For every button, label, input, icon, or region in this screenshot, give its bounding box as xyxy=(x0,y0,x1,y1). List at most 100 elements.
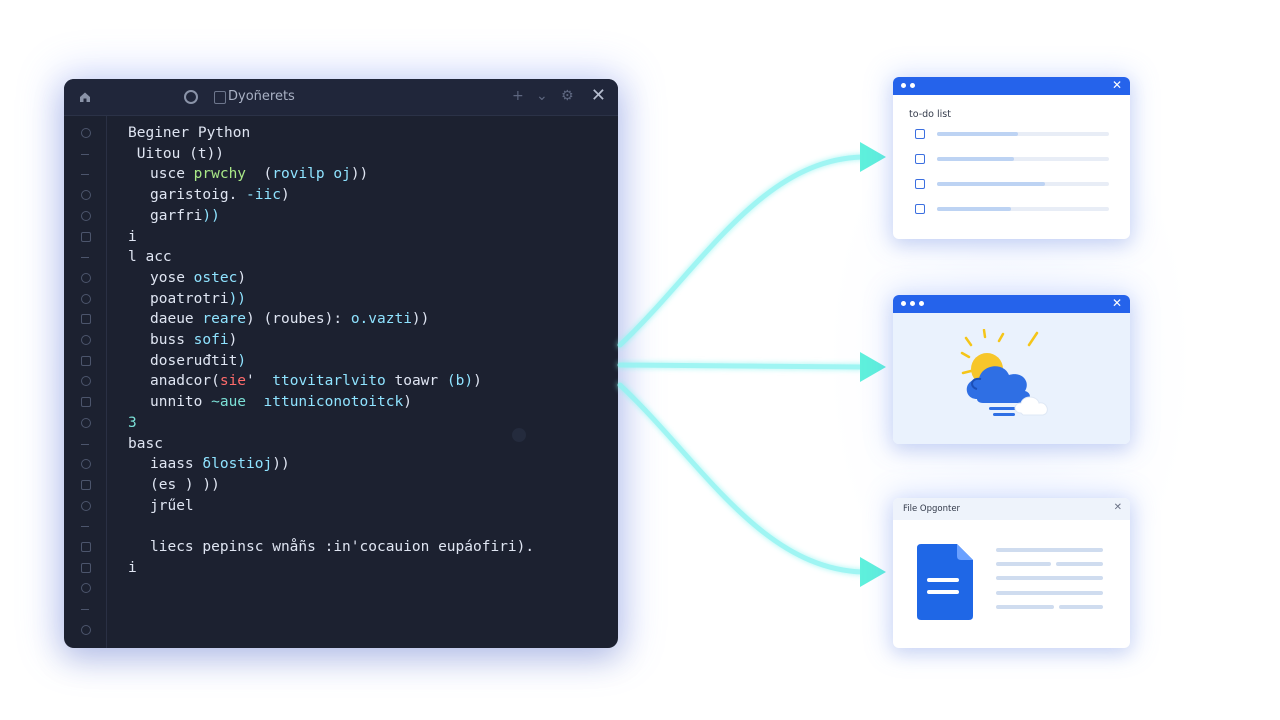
gutter-icon[interactable] xyxy=(81,624,91,635)
code-token: 3 xyxy=(128,414,137,431)
gutter-icon[interactable] xyxy=(81,397,91,408)
gutter-icon[interactable] xyxy=(81,562,91,573)
code-line: yose ostec) xyxy=(150,268,246,288)
connector-to-weather xyxy=(617,362,865,370)
code-token: buss xyxy=(150,332,194,348)
close-icon[interactable]: ✕ xyxy=(1111,78,1122,92)
todo-checkbox[interactable] xyxy=(915,204,925,214)
gutter-icon[interactable] xyxy=(81,314,91,325)
code-token: anadcor( xyxy=(150,373,220,390)
gutter-icon[interactable] xyxy=(81,272,91,283)
weather-card-titlebar: ✕ xyxy=(893,295,1130,313)
todo-checkbox[interactable] xyxy=(915,129,925,139)
file-organizer-card[interactable]: File Opgonter ✕ xyxy=(893,498,1130,648)
chevron-down-icon[interactable]: ⌄ xyxy=(536,88,548,104)
gutter-icon[interactable] xyxy=(81,293,91,304)
gutter-icon[interactable] xyxy=(81,443,89,445)
window-dot xyxy=(901,83,906,88)
todo-placeholder-track xyxy=(937,132,1109,136)
code-token: ) xyxy=(237,352,247,369)
code-token: doseruđtit xyxy=(150,352,238,369)
code-token: daeue xyxy=(150,311,203,328)
code-token: ıttuniconotoitck xyxy=(263,394,404,411)
gutter-icon[interactable] xyxy=(81,376,91,387)
code-token: rovilp oj xyxy=(272,166,351,183)
arrow-head-weather xyxy=(860,352,886,382)
code-token: )) xyxy=(202,207,220,224)
gutter-icon[interactable] xyxy=(81,257,89,259)
window-dot xyxy=(910,83,915,88)
gutter-icon[interactable] xyxy=(81,190,91,201)
code-token: (b) xyxy=(446,373,474,390)
code-token: Beginer Python xyxy=(128,125,251,141)
code-line: liecs pepinsc wnåñs :in'cocauion eupáofi… xyxy=(150,537,534,557)
todo-placeholder-fill xyxy=(937,207,1011,211)
gutter-icon[interactable] xyxy=(81,174,89,176)
close-icon[interactable]: ✕ xyxy=(590,85,606,106)
home-icon[interactable] xyxy=(78,90,92,104)
document-icon xyxy=(917,544,973,620)
weather-card[interactable]: ✕ xyxy=(893,295,1130,444)
code-token: reare xyxy=(202,311,247,328)
code-token: ostec xyxy=(193,269,238,286)
todo-checkbox[interactable] xyxy=(915,179,925,189)
add-icon[interactable]: + xyxy=(512,88,524,104)
close-icon[interactable]: ✕ xyxy=(1111,296,1122,310)
gutter-icon[interactable] xyxy=(81,417,91,428)
gutter-icon[interactable] xyxy=(81,153,89,155)
todo-placeholder-fill xyxy=(937,157,1015,161)
code-token: usce xyxy=(150,166,194,183)
file-line xyxy=(1056,562,1103,566)
gutter-icon[interactable] xyxy=(81,542,91,552)
gutter-icon[interactable] xyxy=(81,335,91,345)
todo-placeholder-fill xyxy=(937,132,1018,136)
todo-checkbox[interactable] xyxy=(915,154,925,164)
gutter-icon[interactable] xyxy=(81,526,89,528)
gutter-icon[interactable] xyxy=(81,128,91,138)
editor-tab-title[interactable]: Dyoñerets xyxy=(228,89,295,104)
code-token: ) xyxy=(403,394,412,411)
code-line: l acc xyxy=(128,247,172,267)
gutter-icon[interactable] xyxy=(81,459,91,470)
gutter-icon[interactable] xyxy=(81,500,91,511)
file-line xyxy=(1059,605,1103,609)
todo-title: to-do list xyxy=(909,109,951,120)
code-token: )) xyxy=(272,456,290,473)
code-token: ) xyxy=(237,269,247,286)
code-line: Uitou (t)) xyxy=(128,144,224,164)
gutter-icon[interactable] xyxy=(81,210,91,221)
code-line: buss sofi) xyxy=(150,330,237,350)
gutter-icon[interactable] xyxy=(81,355,91,366)
code-token: ) xyxy=(280,187,290,204)
code-token: (es ) )) xyxy=(150,476,220,493)
code-line: garfri)) xyxy=(150,206,220,226)
close-icon[interactable]: ✕ xyxy=(1113,502,1122,513)
file-card-title: File Opgonter xyxy=(903,504,961,514)
todo-placeholder-track xyxy=(937,157,1109,161)
code-token: Uitou (t)) xyxy=(128,145,225,162)
cursor-indicator xyxy=(512,428,526,442)
gutter-icon[interactable] xyxy=(81,231,91,242)
code-line: garistoig. -iic) xyxy=(150,185,290,205)
weather-body xyxy=(893,313,1130,444)
code-token: ) (roubes): xyxy=(246,311,351,328)
window-dot xyxy=(910,301,915,306)
gutter-icon[interactable] xyxy=(81,583,91,594)
gutter-icon[interactable] xyxy=(81,479,91,490)
code-token: )) xyxy=(411,311,430,328)
code-token: poatrotri xyxy=(150,290,229,307)
code-token: )) xyxy=(228,290,247,307)
file-line xyxy=(996,576,1103,580)
code-token: ( xyxy=(246,166,273,183)
gutter-icon[interactable] xyxy=(81,609,89,611)
code-line: unnito ~aue ıttuniconotoitck) xyxy=(150,392,412,412)
code-token: jrűel xyxy=(150,497,194,514)
settings-icon[interactable]: ⚙ xyxy=(561,88,574,104)
todo-list-card[interactable]: ✕ to-do list xyxy=(893,77,1130,239)
code-token: garfri xyxy=(150,207,203,224)
todo-placeholder-track xyxy=(937,182,1109,186)
file-tab-icon xyxy=(214,91,226,104)
editor-titlebar: Dyoñerets + ⌄ ⚙ ✕ xyxy=(64,79,618,116)
status-circle-icon[interactable] xyxy=(184,90,198,104)
code-token: yose xyxy=(150,269,194,286)
